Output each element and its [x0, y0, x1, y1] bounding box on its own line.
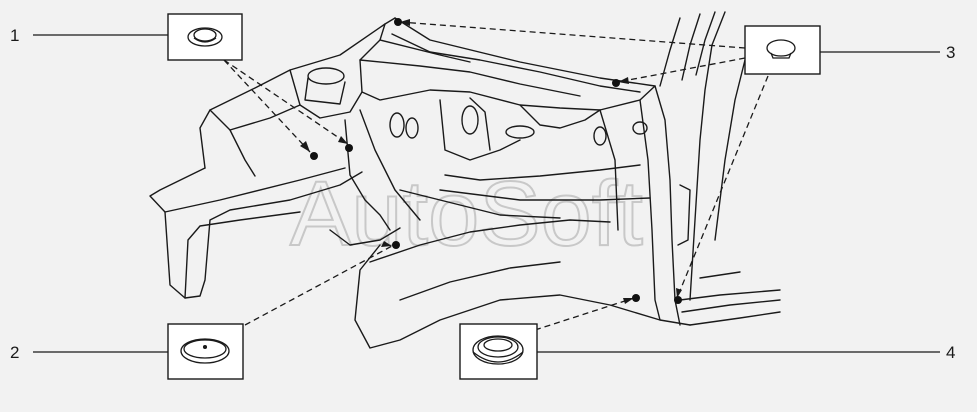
part-box-1	[167, 13, 243, 61]
location-dot	[632, 294, 640, 302]
location-dot	[674, 296, 682, 304]
dome-clip-icon	[766, 39, 796, 59]
callout-lines	[33, 34, 940, 353]
round-plug-icon	[180, 338, 230, 364]
location-dot	[612, 79, 620, 87]
callout-number-1: 1	[10, 26, 19, 45]
watermark-text: AutoSoft	[290, 163, 643, 265]
location-dot	[310, 152, 318, 160]
callout-number-2: 2	[10, 343, 19, 362]
leader-lines	[223, 21, 769, 331]
arrowheads	[300, 19, 682, 304]
location-dot	[345, 144, 353, 152]
vehicle-body-drawing	[149, 11, 781, 349]
flat-grommet-icon	[187, 27, 223, 47]
callout-number-4: 4	[946, 343, 955, 362]
callout-number-3: 3	[946, 43, 955, 62]
location-dot	[392, 241, 400, 249]
location-dots	[310, 18, 682, 304]
location-dot	[394, 18, 402, 26]
part-box-3	[744, 25, 821, 75]
part-box-4	[459, 323, 538, 380]
ring-grommet-icon	[472, 335, 524, 365]
part-box-2	[167, 323, 244, 380]
